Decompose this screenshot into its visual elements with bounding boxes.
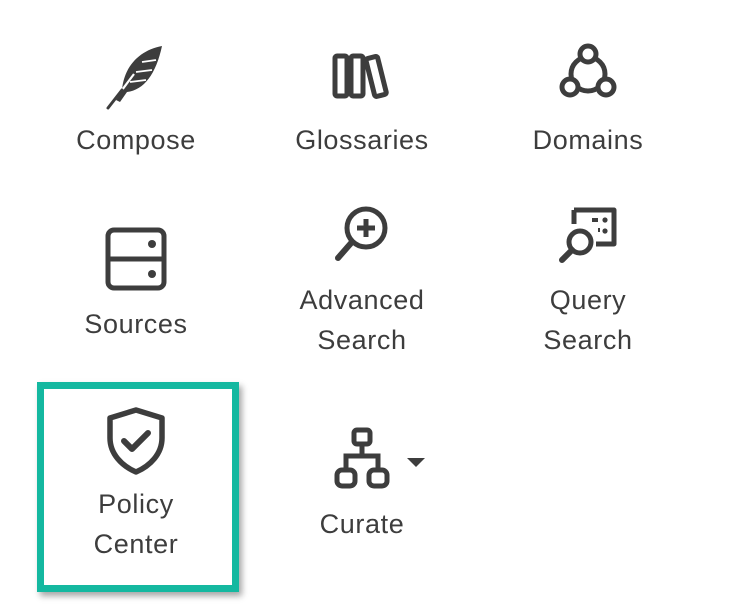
compose-label: Compose (76, 125, 196, 155)
advanced-search-tile[interactable]: Advanced Search (262, 200, 462, 360)
glossaries-tile[interactable]: Glossaries (262, 40, 462, 160)
curate-label: Curate (319, 509, 405, 539)
curate-tile[interactable]: Curate (262, 424, 462, 544)
domains-network-icon (552, 40, 624, 112)
books-icon (326, 40, 398, 112)
query-search-tile[interactable]: Query Search (488, 200, 688, 360)
glossaries-label: Glossaries (295, 125, 429, 155)
advanced-search-label: Advanced Search (299, 285, 425, 355)
feather-icon (100, 40, 172, 112)
server-icon (100, 224, 172, 296)
sources-label: Sources (84, 309, 188, 339)
query-search-label: Query Search (543, 285, 633, 355)
search-plus-icon (326, 200, 398, 272)
sources-tile[interactable]: Sources (36, 224, 236, 344)
policy-center-tile[interactable]: Policy Center (36, 404, 236, 564)
query-search-icon (552, 200, 624, 272)
domains-tile[interactable]: Domains (488, 40, 688, 160)
curate-dropdown-caret-icon[interactable] (407, 458, 425, 467)
compose-tile[interactable]: Compose (36, 40, 236, 160)
sitemap-icon (326, 424, 398, 496)
policy-center-label: Policy Center (93, 489, 179, 559)
shield-check-icon (100, 404, 172, 476)
domains-label: Domains (532, 125, 644, 155)
